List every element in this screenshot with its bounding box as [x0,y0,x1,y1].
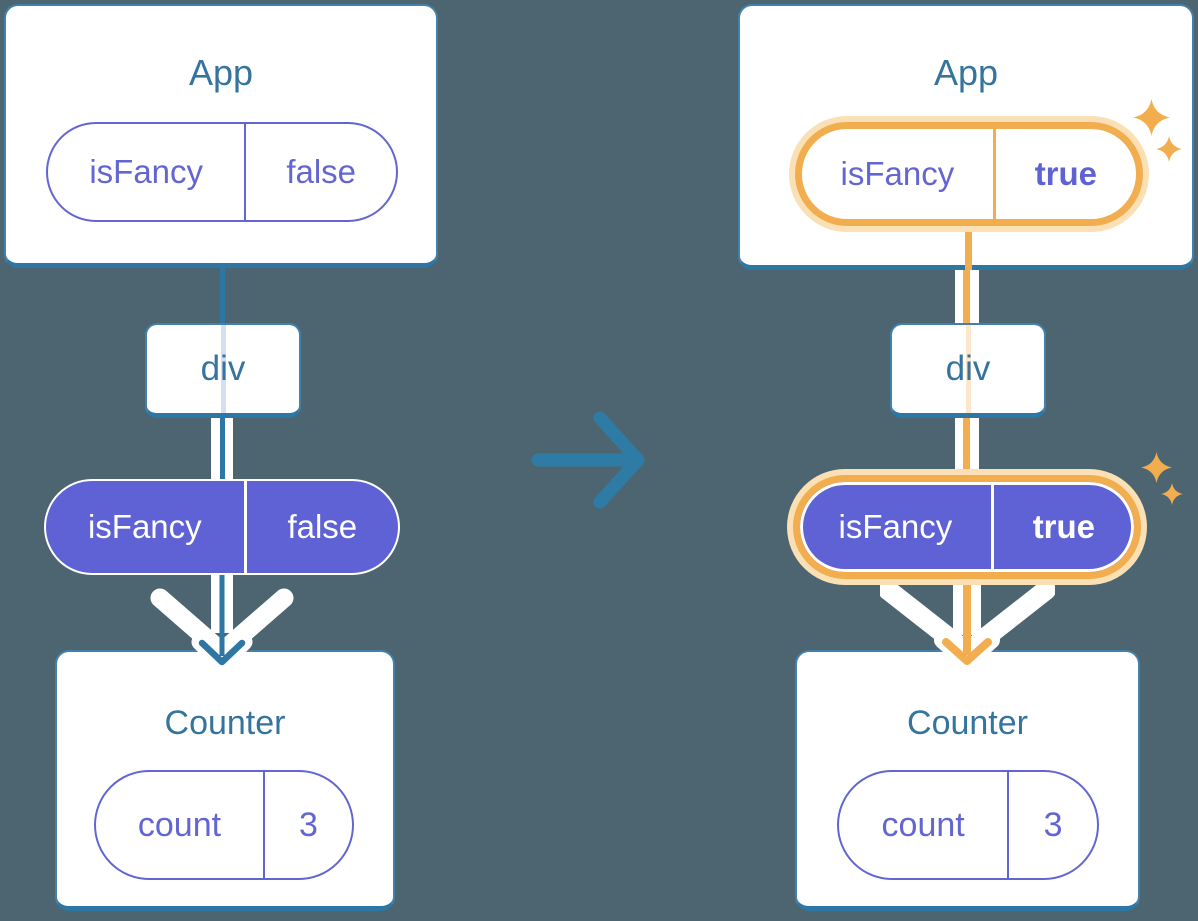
div-label: div [200,349,246,388]
edge-app-div [220,266,225,326]
passed-prop-pill-highlighted: isFancy true [793,475,1141,579]
sparkle-icon [1133,99,1170,136]
counter-title: Counter [907,704,1028,742]
passed-prop-value: false [287,508,358,545]
arrow-right-icon [531,411,645,509]
arrow-down-icon [150,575,294,672]
div-node: div [145,323,301,418]
counter-title: Counter [164,704,286,742]
prop-pill-highlighted: isFancy true [795,122,1143,226]
app-title: App [933,52,999,93]
counter-card: Counter count 3 [795,650,1140,911]
state-value: 3 [299,805,318,844]
state-value: 3 [1043,805,1063,844]
prop-key: isFancy [802,129,996,219]
edge-div-pill-core [220,416,225,482]
edge-through-div [220,325,226,413]
edge-div-pill-core [963,416,970,482]
passed-prop-pill: isFancy false [44,479,400,575]
app-card: App isFancy true [738,4,1194,270]
state-pill: count 3 [94,770,354,880]
prop-value: true [1034,155,1098,192]
edge-through-div [965,325,971,413]
prop-key: isFancy [48,124,247,220]
prop-pill: isFancy false [46,122,398,222]
edge-app-div-core [963,270,970,324]
sparkle-icon [1141,452,1172,483]
passed-prop-value: true [1032,508,1096,545]
sparkle-icon [1156,136,1182,162]
state-key: count [96,772,265,878]
edge-pill-stub [965,228,972,270]
passed-prop-key: isFancy [46,481,247,573]
arrow-down-icon [880,585,1055,670]
app-card: App isFancy false [4,4,438,268]
state-pill: count 3 [837,770,1099,880]
div-label: div [945,349,991,388]
state-key: count [839,772,1010,878]
app-title: App [188,52,254,93]
passed-prop-key: isFancy [800,482,994,572]
div-node: div [890,323,1046,418]
sparkle-icon [1161,483,1183,505]
prop-value: false [286,153,357,190]
counter-card: Counter count 3 [55,650,395,911]
